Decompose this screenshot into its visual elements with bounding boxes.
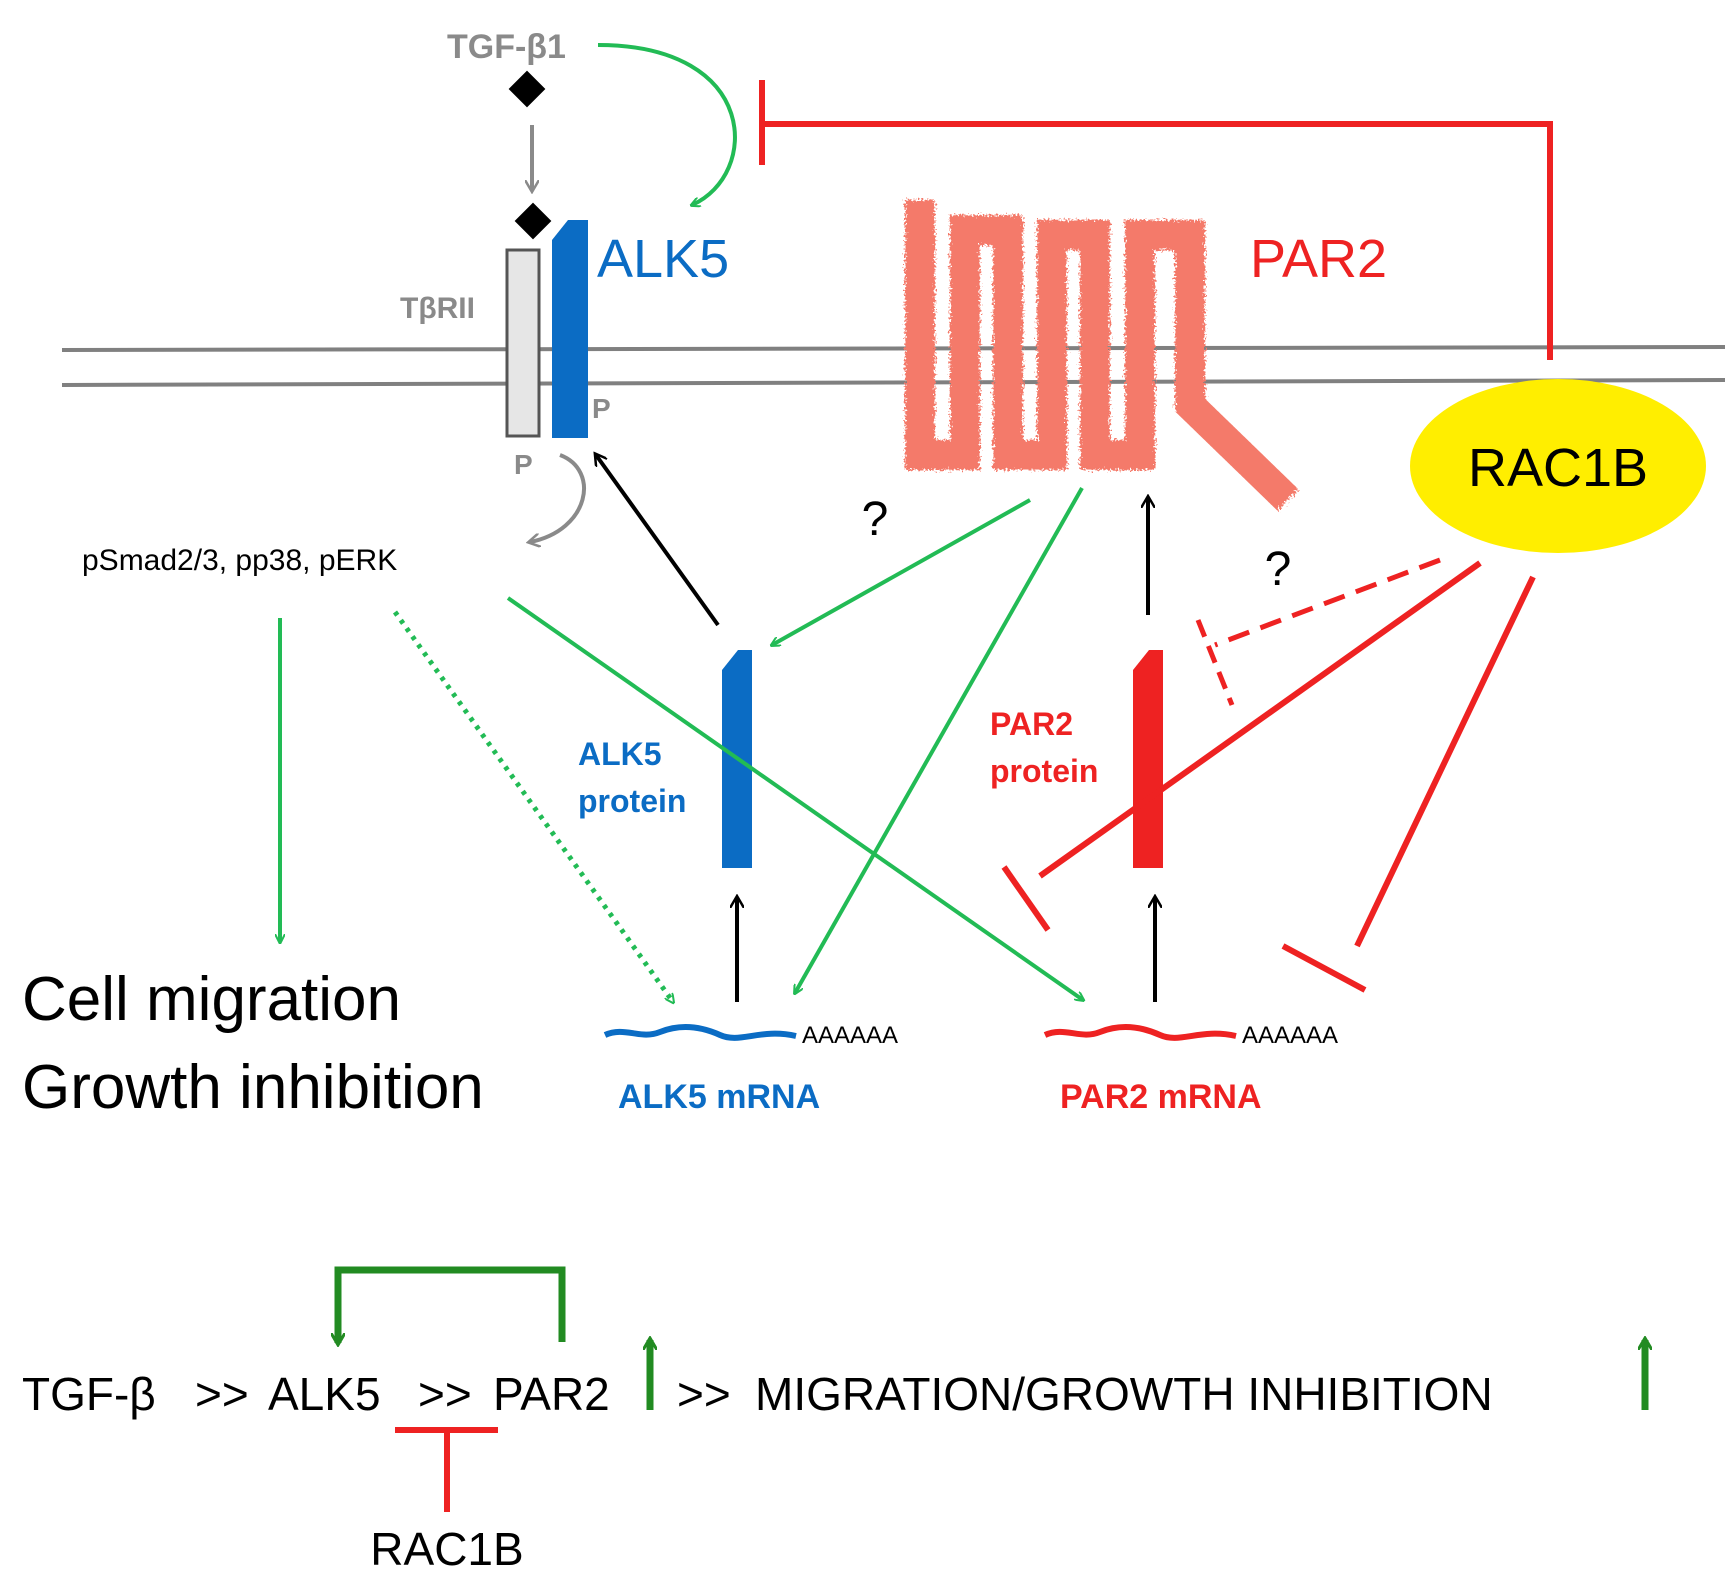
summary-outcome: MIGRATION/GROWTH INHIBITION: [755, 1368, 1493, 1420]
par2-to-alk5-mrna-arrow: [795, 487, 1084, 993]
alk5-protein-to-membrane-arrow: [596, 455, 720, 627]
tgfb1-ligand-diamond-bound: [514, 202, 552, 240]
signaling-to-par2-mrna-arrow: [506, 596, 1083, 1000]
question-mark-right: ?: [1265, 543, 1292, 596]
summary-rac1b: RAC1B: [370, 1523, 523, 1575]
tgfb1-to-alk5-arrow: [597, 43, 737, 205]
par2-receptor-label: PAR2: [1250, 229, 1387, 289]
alk5-phospho-label: P: [592, 393, 611, 424]
summary-alk5: ALK5: [268, 1368, 381, 1420]
summary-sep-1: >>: [195, 1368, 249, 1420]
summary-sep-2: >>: [418, 1368, 472, 1420]
question-mark-left: ?: [862, 493, 889, 546]
summary-tgfb: TGF-β: [22, 1368, 156, 1420]
tbrii-label: TβRII: [400, 292, 475, 325]
par2-protein-label-line1: PAR2: [990, 706, 1073, 742]
tbrii-phospho-label: P: [514, 449, 533, 480]
alk5-protein-label-line1: ALK5: [578, 736, 662, 772]
alk5-mrna-polya: AAAAAA: [802, 1022, 898, 1049]
cell-membrane: [61, 345, 1726, 387]
par2-receptor: [905, 200, 1299, 511]
alk5-receptor: [552, 220, 588, 438]
rac1b-inhibits-par2-protein: [1001, 560, 1482, 932]
tgfb1-label: TGF-β1: [447, 28, 566, 66]
rac1b-inhibits-par2-translation: [1195, 557, 1441, 706]
outcome-line1: Cell migration: [22, 965, 401, 1034]
summary-par2: PAR2: [493, 1368, 610, 1420]
par2-protein: [1133, 650, 1163, 868]
alk5-mrna-strand: [603, 1024, 797, 1041]
rac1b-inhibits-par2-mrna: [1281, 575, 1536, 993]
alk5-protein-label-line2: protein: [578, 783, 686, 819]
par2-mrna-label: PAR2 mRNA: [1060, 1078, 1262, 1116]
summary-text: TGF-β >> ALK5 >> PAR2 >> MIGRATION/GROWT…: [22, 1368, 1493, 1420]
par2-mrna-polya: AAAAAA: [1242, 1022, 1338, 1049]
par2-protein-label-line2: protein: [990, 753, 1098, 789]
alk5-mrna-label: ALK5 mRNA: [618, 1078, 820, 1116]
summary-rac1b-inhibition: [395, 1427, 498, 1512]
par2-mrna-strand: [1043, 1024, 1237, 1041]
signaling-molecules: pSmad2/3, pp38, pERK: [82, 544, 397, 577]
tbrii-receptor: [505, 248, 541, 438]
alk5-receptor-label: ALK5: [597, 229, 729, 289]
rac1b-inhibits-ligand-binding: [759, 80, 1553, 360]
tgfb1-ligand-diamond-top: [508, 70, 546, 108]
phosphorylation-arrow: [530, 453, 586, 542]
outcome-line2: Growth inhibition: [22, 1053, 484, 1122]
rac1b-label: RAC1B: [1468, 438, 1648, 498]
summary-sep-3: >>: [677, 1368, 731, 1420]
rac1b-ellipse: [1410, 379, 1706, 553]
summary-feedback-loop: [338, 1266, 566, 1343]
par2-to-alk5-protein-arrow: [772, 498, 1031, 645]
